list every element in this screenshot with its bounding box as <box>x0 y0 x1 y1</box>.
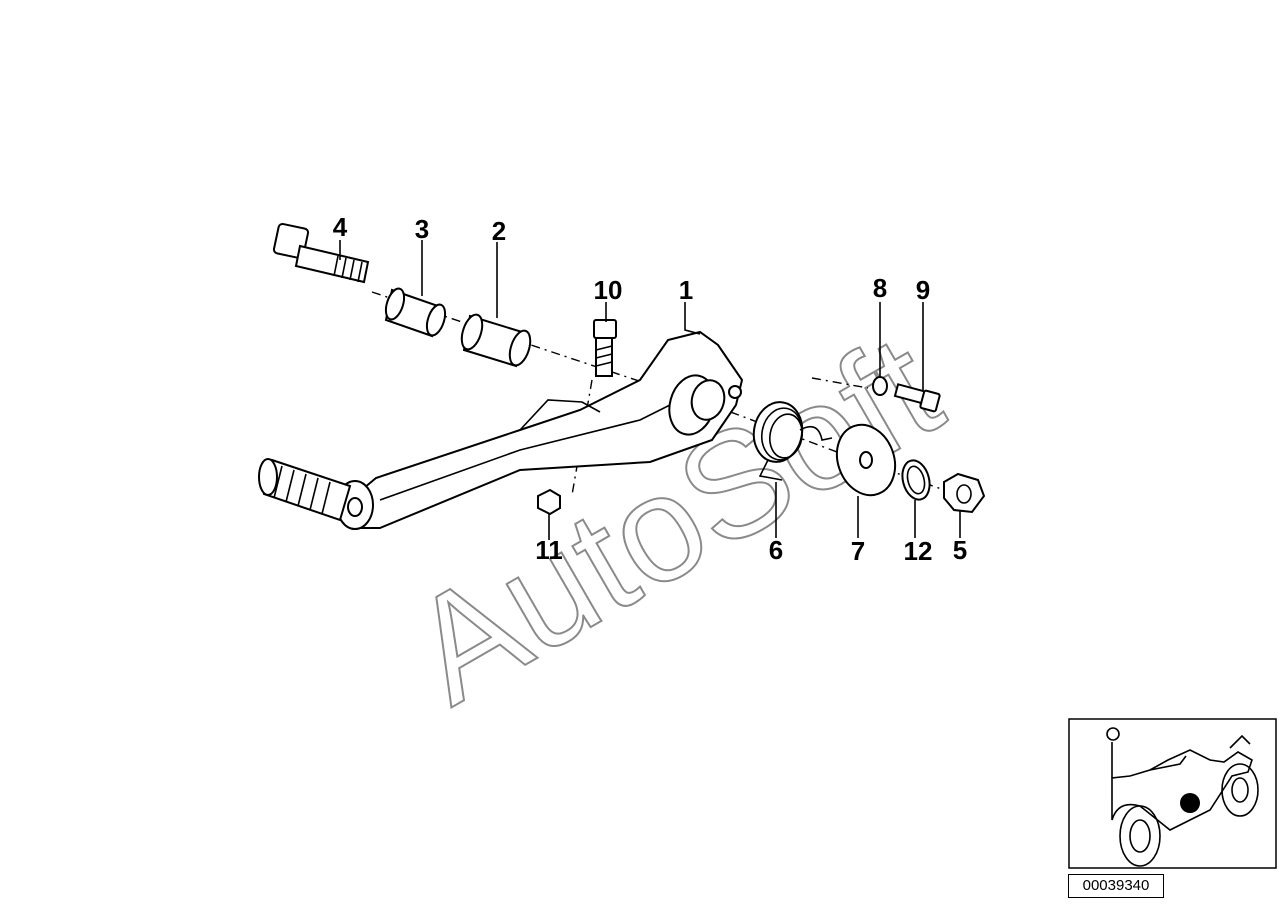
callout-11: 11 <box>535 535 563 565</box>
callout-9: 9 <box>916 275 930 305</box>
callout-12: 12 <box>904 536 933 566</box>
part-11-nut <box>537 488 561 516</box>
part-10-screw <box>593 319 617 377</box>
callout-7: 7 <box>851 536 865 566</box>
callout-10: 10 <box>594 275 623 305</box>
part-12-o-ring <box>901 459 931 501</box>
foot-peg-rubber <box>258 458 352 522</box>
leader-1 <box>684 302 701 335</box>
motorcycle-locator-icon <box>1106 727 1259 867</box>
part-4-bolt <box>272 222 370 284</box>
part-1-brake-pedal-lever <box>336 330 744 530</box>
part-7-washer <box>835 423 897 497</box>
part-8-small-washer <box>872 376 888 396</box>
part-9-bolt <box>893 383 941 413</box>
callout-5: 5 <box>953 535 967 565</box>
part-2-sleeve <box>460 313 532 368</box>
assembly-axis-right <box>844 454 951 493</box>
assembly-axis-pin <box>811 377 869 389</box>
part-5-hex-nut <box>943 472 986 514</box>
callout-4: 4 <box>333 212 348 242</box>
callout-8: 8 <box>873 273 887 303</box>
location-dot-icon <box>1180 793 1200 813</box>
part-3-bushing <box>384 287 447 338</box>
assembly-axis-upper <box>371 291 846 456</box>
part-6-torsion-spring <box>752 401 833 481</box>
motorcycle-locator-inset <box>1068 718 1277 869</box>
callout-6: 6 <box>769 535 783 565</box>
diagram-number: 00039340 <box>1068 874 1164 898</box>
callout-3: 3 <box>415 214 429 244</box>
callout-1: 1 <box>679 275 693 305</box>
callout-2: 2 <box>492 216 506 246</box>
